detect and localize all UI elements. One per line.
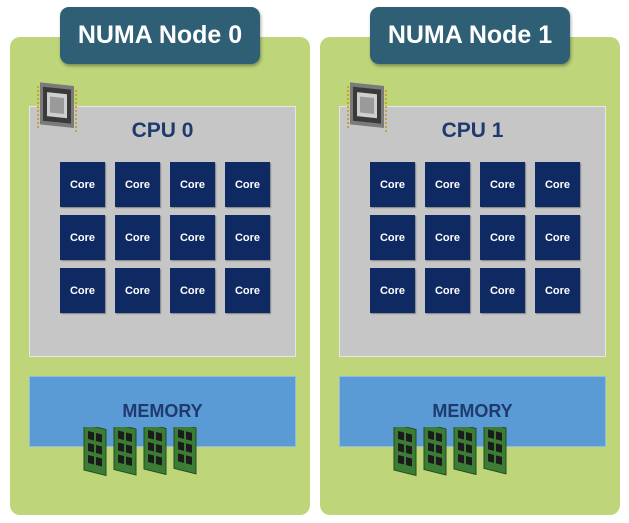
core: Core bbox=[425, 162, 470, 207]
core: Core bbox=[480, 215, 525, 260]
cpu-1: CPU 1 Core Core Core Core Core Core Core… bbox=[339, 106, 606, 357]
core: Core bbox=[170, 215, 215, 260]
core: Core bbox=[115, 162, 160, 207]
core: Core bbox=[225, 268, 270, 313]
core: Core bbox=[225, 162, 270, 207]
core: Core bbox=[480, 162, 525, 207]
core: Core bbox=[60, 268, 105, 313]
core: Core bbox=[60, 162, 105, 207]
core: Core bbox=[370, 215, 415, 260]
core: Core bbox=[535, 268, 580, 313]
core: Core bbox=[225, 215, 270, 260]
cpu-1-label: CPU 1 bbox=[441, 119, 504, 142]
cpu-0-label: CPU 0 bbox=[131, 119, 194, 142]
cpu-0-cores: Core Core Core Core Core Core Core Core … bbox=[60, 162, 270, 313]
core: Core bbox=[370, 268, 415, 313]
ram-modules-icon bbox=[393, 427, 507, 477]
cpu-chip-icon bbox=[347, 82, 387, 132]
core: Core bbox=[60, 215, 105, 260]
core: Core bbox=[115, 268, 160, 313]
core: Core bbox=[370, 162, 415, 207]
core: Core bbox=[425, 215, 470, 260]
core: Core bbox=[480, 268, 525, 313]
cpu-1-cores: Core Core Core Core Core Core Core Core … bbox=[370, 162, 580, 313]
core: Core bbox=[115, 215, 160, 260]
core: Core bbox=[535, 162, 580, 207]
core: Core bbox=[170, 268, 215, 313]
core: Core bbox=[425, 268, 470, 313]
numa-node-1-title: NUMA Node 1 bbox=[370, 7, 570, 64]
core: Core bbox=[170, 162, 215, 207]
numa-node-0-title: NUMA Node 0 bbox=[60, 7, 260, 64]
core: Core bbox=[535, 215, 580, 260]
ram-modules-icon bbox=[83, 427, 197, 477]
cpu-0: CPU 0 Core Core Core Core Core Core Core… bbox=[29, 106, 296, 357]
cpu-chip-icon bbox=[37, 82, 77, 132]
